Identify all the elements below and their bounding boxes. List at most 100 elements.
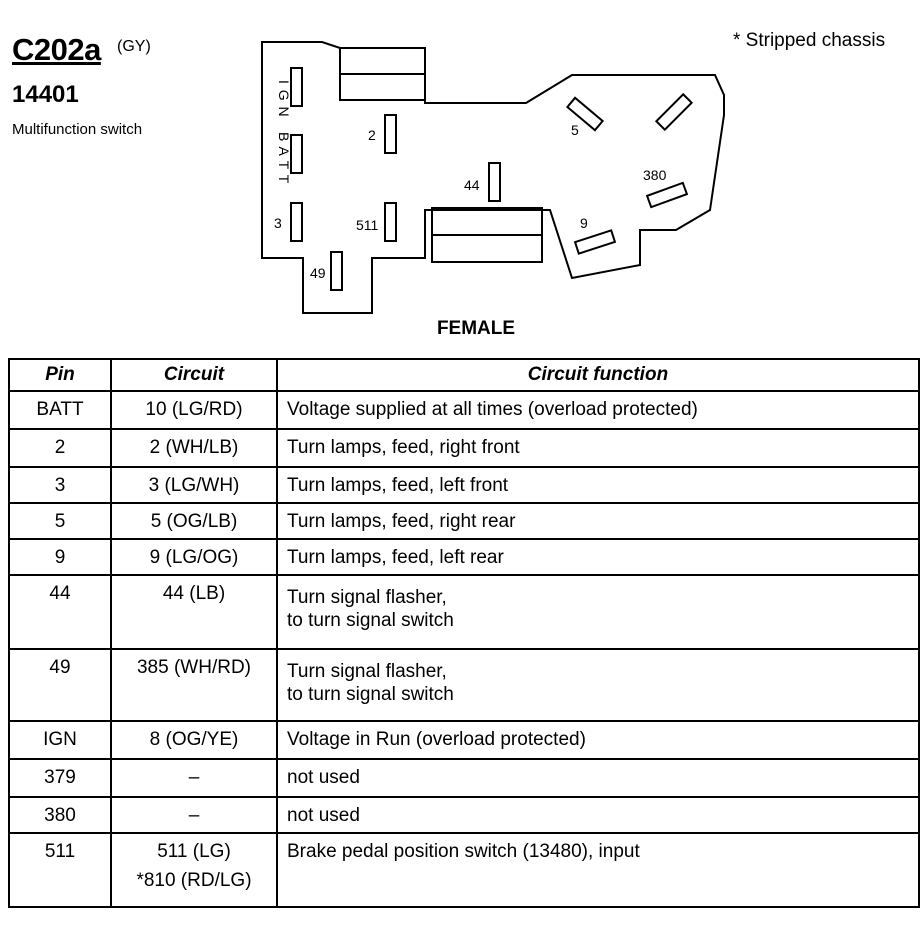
circuit-cell: – [110,758,278,798]
connector-color: (GY) [117,38,151,55]
function-line: to turn signal switch [287,610,454,631]
circuit-line: 385 (WH/RD) [136,657,251,678]
column-header-pin: Pin [8,358,112,392]
terminal-slot-unlabeled [654,92,694,132]
function-cell: Turn signal flasher,to turn signal switc… [276,648,920,722]
part-number: 14401 [12,81,79,108]
terminal-slot-ign [290,67,303,107]
circuit-cell: 8 (OG/YE) [110,720,278,760]
label-3: 3 [274,215,282,231]
circuit-line: 5 (OG/LB) [150,511,238,532]
function-cell: not used [276,796,920,834]
pin-cell: 379 [8,758,112,798]
function-cell: not used [276,758,920,798]
function-cell: Brake pedal position switch (13480), inp… [276,832,920,908]
diagram-label: FEMALE [436,318,516,339]
table-row: 380 – not used [8,796,920,834]
circuit-line: 8 (OG/YE) [149,729,239,750]
circuit-line: *810 (RD/LG) [136,870,252,891]
terminal-slot-batt [290,134,303,174]
function-line: Voltage in Run (overload protected) [287,729,586,750]
function-line: to turn signal switch [287,684,454,705]
function-cell: Turn lamps, feed, left rear [276,538,920,576]
table-row: IGN 8 (OG/YE) Voltage in Run (overload pro… [8,720,920,760]
pin-cell: BATT [8,390,112,430]
function-line: not used [287,767,360,788]
label-511: 511 [356,217,379,233]
table-row: 379 – not used [8,758,920,798]
circuit-line: – [188,805,200,826]
table-row: 3 3 (LG/WH) Turn lamps, feed, left front [8,466,920,504]
table-row: 511 511 (LG) *810 (RD/LG) Brake pedal posit… [8,832,920,908]
circuit-cell: 44 (LB) [110,574,278,650]
label-2: 2 [368,127,376,143]
circuit-cell: 9 (LG/OG) [110,538,278,576]
function-cell: Turn signal flasher,to turn signal switc… [276,574,920,650]
function-line: Brake pedal position switch (13480), inp… [287,841,640,862]
circuit-line: 10 (LG/RD) [145,399,243,420]
label-49: 49 [310,265,326,281]
pin-cell: 49 [8,648,112,722]
connector-id: C202a [12,32,101,67]
pin-cell: 5 [8,502,112,540]
function-line: Voltage supplied at all times (overload … [287,399,698,420]
table-header-row: Pin Circuit Circuit function [8,358,920,392]
table-row: BATT 10 (LG/RD) Voltage supplied at all ti… [8,390,920,430]
circuit-cell: 385 (WH/RD) [110,648,278,722]
label-9: 9 [580,215,588,231]
column-header-circuit: Circuit [110,358,278,392]
circuit-cell: 5 (OG/LB) [110,502,278,540]
label-380: 380 [643,167,667,183]
terminal-slot-5 [565,96,605,132]
function-line: Turn signal flasher, [287,661,447,682]
table-row: 2 2 (WH/LB) Turn lamps, feed, right front [8,428,920,468]
pin-cell: 380 [8,796,112,834]
function-cell: Voltage supplied at all times (overload … [276,390,920,430]
terminal-slot-3 [290,202,303,242]
circuit-line: 9 (LG/OG) [149,547,239,568]
table-row: 44 44 (LB) Turn signal flasher,to turn sig… [8,574,920,650]
label-ign: I G N [276,80,292,118]
circuit-line: 511 (LG) [157,841,231,862]
circuit-cell: – [110,796,278,834]
terminal-slot-44 [488,162,501,202]
terminal-slot-2 [384,114,397,154]
circuit-line: 44 (LB) [162,583,226,604]
circuit-line: 3 (LG/WH) [148,475,240,496]
terminal-slot-380 [645,181,689,209]
terminal-slot-9 [573,229,617,255]
function-line: Turn lamps, feed, left front [287,475,509,496]
column-header-function: Circuit function [276,358,920,392]
function-cell: Voltage in Run (overload protected) [276,720,920,760]
pinout-rows: BATT 10 (LG/RD) Voltage supplied at all ti… [8,390,920,908]
label-batt: B A T T [276,132,292,184]
connector-face-diagram: I G N B A T T 3 2 511 44 49 5 380 9 [261,41,725,314]
pin-cell: 3 [8,466,112,504]
function-line: Turn signal flasher, [287,587,447,608]
function-line: Turn lamps, feed, left rear [287,547,504,568]
label-44: 44 [464,177,480,193]
circuit-cell: 3 (LG/WH) [110,466,278,504]
function-line: Turn lamps, feed, right front [287,437,520,458]
label-5: 5 [571,122,579,138]
table-row: 49 385 (WH/RD) Turn signal flasher,to turn… [8,648,920,722]
table-row: 5 5 (OG/LB) Turn lamps, feed, right rear [8,502,920,540]
pinout-table: Pin Circuit Circuit function BATT 10 (LG/… [8,358,920,908]
stripped-chassis-note: * Stripped chassis [733,30,886,51]
function-line: not used [287,805,360,826]
component-description: Multifunction switch [12,121,143,138]
function-cell: Turn lamps, feed, right front [276,428,920,468]
pin-cell: IGN [8,720,112,760]
circuit-line: 2 (WH/LB) [149,437,239,458]
pin-cell: 44 [8,574,112,650]
circuit-line: – [188,767,200,788]
circuit-cell: 2 (WH/LB) [110,428,278,468]
function-line: Turn lamps, feed, right rear [287,511,516,532]
terminal-slot-511 [384,202,397,242]
pin-cell: 2 [8,428,112,468]
function-cell: Turn lamps, feed, right rear [276,502,920,540]
pin-cell: 511 [8,832,112,908]
terminal-slot-49 [330,251,343,291]
function-cell: Turn lamps, feed, left front [276,466,920,504]
